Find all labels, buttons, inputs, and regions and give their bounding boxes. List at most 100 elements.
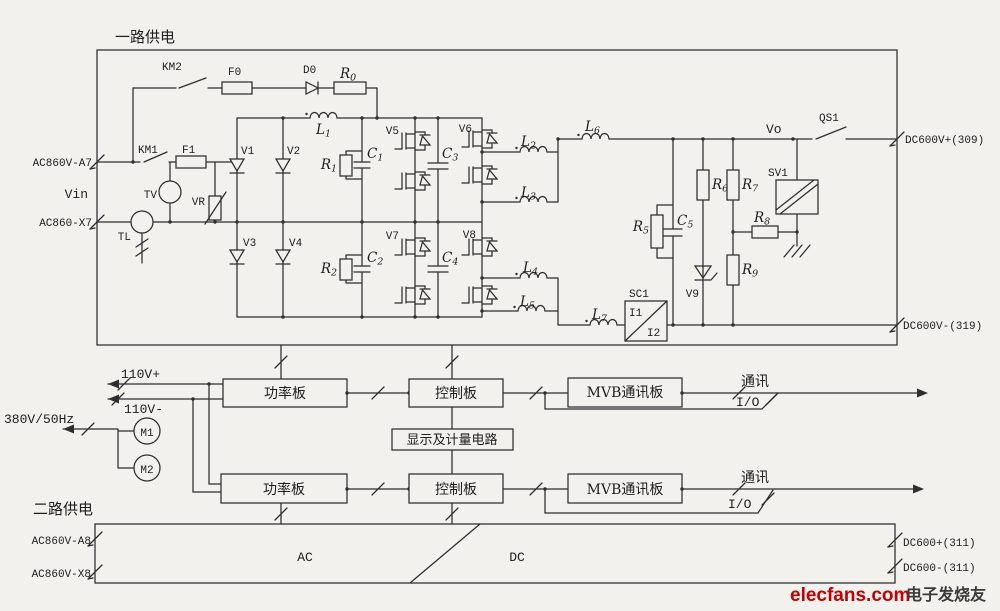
label-tl: TL [118,232,131,244]
terminal-dc-neg: DC600V-(319) [903,321,982,333]
label-v1: V1 [241,146,255,158]
input-branch: AC860V-A7 Vin AC860-X7 KM1 F1 TV VR [33,145,483,264]
label-380v: 380V/50Hz [4,412,74,427]
footer-brand: 电子发烧友 [906,585,987,604]
dc-link: L1 R1 C1 R2 C2 C3 C4 [236,111,483,319]
diode-v9 [693,265,713,280]
current-sensor-sc1: SC1 I1 I2 [624,289,898,342]
label-c5: C5 [677,213,693,231]
label-l4: L4 [522,260,538,278]
main-circuit-box [96,49,898,346]
label-l1: L1 [315,122,331,140]
io-label-2: I/O [728,497,752,512]
label-sv1: SV1 [768,168,788,180]
control-board-2-label: 控制板 [435,482,477,498]
inverter-legs: V5 V6 V7 V8 [386,117,498,318]
display-board-label: 显示及计量电路 [406,432,497,448]
label-r7: R7 [741,177,758,195]
footer: elecfans.com 电子发烧友 [790,585,987,606]
diode-v3 [229,249,245,265]
comm-label-2: 通讯 [741,470,769,486]
label-v6: V6 [459,124,472,136]
power-board-2-label: 功率板 [263,481,305,498]
mvb-board-1 [567,377,683,408]
igbt-v7a [394,237,431,257]
label-v5: V5 [386,126,399,138]
supply2-box [94,523,896,584]
io-label-1: I/O [736,395,760,410]
control-board-1-label: 控制板 [435,386,477,402]
diode-v2 [275,158,291,174]
label-dc: DC [509,550,525,565]
supply1-section: 一路供电 KM2 F0 D0 R0 AC860V-A7 Vin AC860-X7… [33,28,984,346]
terminal-x8: AC860V-X8 [32,569,91,581]
comm-label-1: 通讯 [741,374,769,390]
label-110v-neg: 110V- [124,402,163,417]
fuse-f0 [221,81,253,95]
resistor-r2 [339,258,353,281]
label-c4: C4 [442,250,458,268]
label-r0: R0 [339,66,356,84]
label-i1: I1 [629,308,643,320]
label-v8: V8 [463,230,476,242]
mvb-board-2-label: MVB通讯板 [587,482,664,498]
arrester-sv1 [775,179,819,215]
label-r2: R2 [320,261,337,279]
label-r5: R5 [632,219,649,237]
label-v2: V2 [287,146,300,158]
supply2-section: 二路供电 AC DC AC860V-A8 AC860V-X8 DC600+(31… [32,500,976,584]
label-r6: R6 [711,177,728,195]
transformer-tv [158,180,182,204]
label-l3: L3 [520,185,536,203]
igbt-v8b [461,285,498,305]
board-row1: 功率板 控制板 MVB通讯板 通讯 I/O [222,374,928,410]
label-f0: F0 [228,67,241,79]
power-board-1-label: 功率板 [264,385,306,402]
mvb-board-1-label: MVB通讯板 [587,385,664,401]
resistor-r8 [751,225,779,239]
terminal-dc2-neg: DC600-(311) [903,563,976,575]
label-r8: R8 [753,210,770,228]
resistor-r6 [696,169,710,201]
resistor-r9 [726,254,740,286]
label-l7: L7 [591,307,607,325]
diode-v4 [275,249,291,265]
ground-symbol [783,244,811,258]
label-v4: V4 [289,238,303,250]
label-f1: F1 [182,145,196,157]
label-vo: Vo [766,122,782,137]
label-d0: D0 [303,65,316,77]
label-110v-pos: 110V+ [121,367,160,382]
label-v7: V7 [386,231,399,243]
power-board-2 [220,473,348,504]
label-v3: V3 [243,238,256,250]
label-km2: KM2 [162,62,182,74]
resistor-r7 [726,169,740,201]
igbt-v5b [394,171,431,191]
motor-m1 [133,417,161,445]
power-board-1 [222,378,348,408]
label-v9: V9 [686,289,699,301]
mvb-board-2 [567,473,683,504]
label-c2: C2 [367,250,383,268]
label-vr: VR [192,197,206,209]
control-section: 110V+ 110V- 380V/50Hz M1 M2 功率板 控制板 MVB通… [4,344,928,525]
fuse-f1 [175,155,207,169]
terminal-dc-pos: DC600V+(309) [905,135,984,147]
label-l2: L2 [520,134,536,152]
label-c1: C1 [367,146,383,164]
label-i2: I2 [647,328,660,340]
label-r9: R9 [741,262,758,280]
label-r1: R1 [320,157,337,175]
transformer-tl [130,210,154,234]
label-qs1: QS1 [819,113,839,125]
igbt-v5a [394,131,431,151]
rectifier-bridge: V1 V2 V3 V4 [229,117,303,318]
footer-logo: elecfans.com [790,585,910,606]
label-l5: L5 [519,294,535,312]
terminal-a7: AC860V-A7 [33,158,92,170]
board-row2: 功率板 控制板 MVB通讯板 通讯 I/O [220,470,924,525]
terminal-a8: AC860V-A8 [32,536,91,548]
